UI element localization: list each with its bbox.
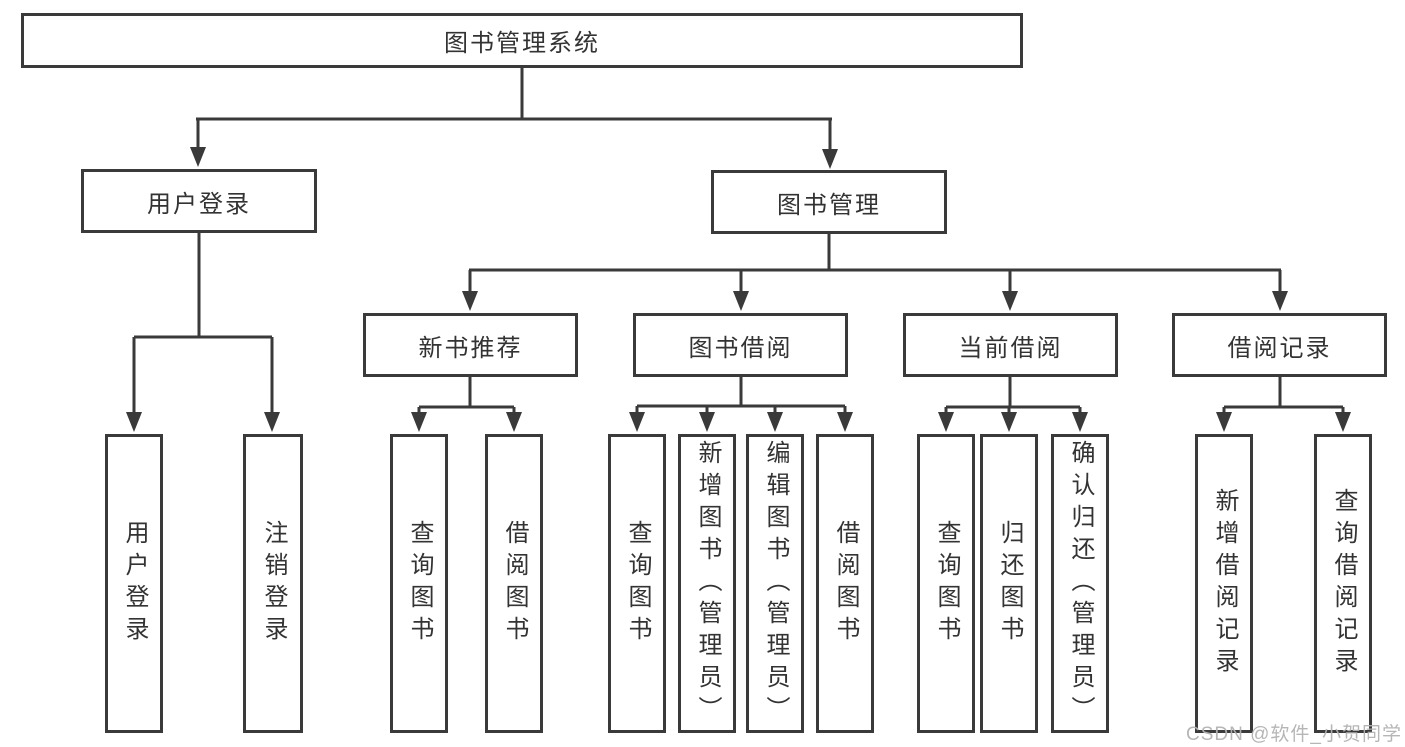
node-book-management-label: 图书管理 — [777, 191, 881, 219]
leaf-return-book-label: 归还图书 — [996, 519, 1023, 648]
node-book-borrow-label: 图书借阅 — [688, 334, 793, 362]
node-book-management: 图书管理 — [711, 170, 947, 234]
leaf-query-borrow-record-label: 查询借阅记录 — [1330, 487, 1357, 680]
leaf-edit-book-admin-label: 编辑图书（管理员） — [762, 439, 789, 728]
leaf-return-book: 归还图书 — [980, 434, 1038, 733]
leaf-add-borrow-record-label: 新增借阅记录 — [1211, 487, 1238, 680]
leaf-borrow-books-recommend: 借阅图书 — [485, 434, 543, 733]
leaf-logout: 注销登录 — [243, 434, 303, 733]
leaf-query-books-current-label: 查询图书 — [933, 519, 960, 648]
node-root: 图书管理系统 — [21, 13, 1023, 68]
leaf-edit-book-admin: 编辑图书（管理员） — [746, 434, 804, 733]
node-book-borrow: 图书借阅 — [633, 313, 848, 377]
node-user-login-label: 用户登录 — [147, 190, 251, 218]
leaf-user-login-label: 用户登录 — [121, 519, 148, 648]
watermark-text: CSDN @软件_小贺同学 — [1186, 724, 1402, 745]
node-borrow-records-label: 借阅记录 — [1227, 334, 1332, 362]
leaf-query-books-borrow: 查询图书 — [608, 434, 666, 733]
leaf-add-borrow-record: 新增借阅记录 — [1195, 434, 1253, 733]
connector-trunks — [134, 68, 1343, 409]
leaf-query-books-recommend-label: 查询图书 — [406, 519, 433, 648]
leaf-user-login: 用户登录 — [105, 434, 163, 733]
node-borrow-records: 借阅记录 — [1172, 313, 1387, 377]
leaf-borrow-books: 借阅图书 — [816, 434, 874, 733]
leaf-borrow-books-label: 借阅图书 — [832, 519, 859, 648]
node-root-label: 图书管理系统 — [444, 30, 600, 57]
arrow-shafts — [132, 119, 1345, 416]
leaf-borrow-books-recommend-label: 借阅图书 — [501, 519, 528, 648]
leaf-confirm-return-admin: 确认归还（管理员） — [1051, 434, 1109, 733]
leaf-logout-label: 注销登录 — [260, 519, 287, 648]
node-new-book-recommend: 新书推荐 — [363, 313, 578, 377]
leaf-add-book-admin: 新增图书（管理员） — [678, 434, 736, 733]
leaf-query-borrow-record: 查询借阅记录 — [1314, 434, 1372, 733]
leaf-query-books-borrow-label: 查询图书 — [624, 519, 651, 648]
node-user-login: 用户登录 — [81, 169, 317, 233]
node-new-book-recommend-label: 新书推荐 — [418, 334, 523, 362]
node-current-borrow: 当前借阅 — [903, 313, 1118, 377]
leaf-query-books-recommend: 查询图书 — [390, 434, 448, 733]
node-current-borrow-label: 当前借阅 — [958, 334, 1063, 362]
leaf-add-book-admin-label: 新增图书（管理员） — [694, 439, 721, 728]
leaf-query-books-current: 查询图书 — [917, 434, 975, 733]
leaf-confirm-return-admin-label: 确认归还（管理员） — [1067, 439, 1094, 728]
